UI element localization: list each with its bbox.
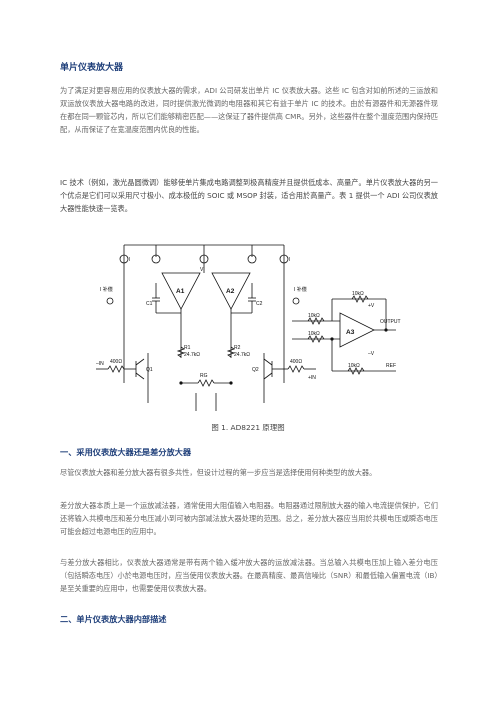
section1-heading: 一、采用仪表放大器还是差分放大器 [60, 447, 192, 457]
figure-caption: 图 1. AD8221 原理图 [211, 423, 285, 432]
page-title: 单片仪表放大器 [60, 63, 124, 73]
label-c2: C2 [256, 301, 263, 307]
section1-paragraph3: 与差分放大器相比，仪表放大器通常是带有两个输入缓冲放大器的运放减法器。当总输入共… [60, 558, 438, 593]
intro-paragraph: 为了满足对更容易应用的仪表放大器的需求，ADI 公司研发出单片 IC 仪表放大器… [60, 86, 438, 134]
label-rg: RG [200, 373, 208, 379]
label-ib-comp-right: I 补偿 [294, 286, 307, 293]
section1-paragraph2: 差分放大器本质上是一个运放减法器，通常使用大阻值输入电阻器。电阻器通过限制放大器… [60, 501, 438, 536]
label-ib-comp-left: I 补偿 [100, 286, 113, 293]
label-in-minus: –IN [96, 361, 104, 367]
label-q2: Q2 [252, 367, 259, 373]
label-400-right: 400Ω [290, 359, 302, 365]
label-q1: Q1 [146, 367, 153, 373]
label-vs-minus: –V [368, 351, 375, 357]
label-10k-a: 10kΩ [308, 313, 320, 319]
section1-paragraph1: 尽管仪表放大器和差分放大器有很多共性，但设计过程的第一步应当是选择使用何种类型的… [60, 468, 377, 477]
label-vs-plus: +V [368, 303, 375, 309]
label-a2: A2 [226, 288, 235, 295]
label-c1: C1 [146, 301, 153, 307]
label-r1-value: 24.7kΩ [184, 352, 200, 358]
label-a1: A1 [176, 288, 185, 295]
section2-heading: 二、单片仪表放大器内部描述 [60, 614, 167, 624]
label-10k-b: 10kΩ [308, 331, 320, 337]
label-10k-c: 10kΩ [348, 363, 360, 369]
ic-tech-paragraph: IC 技术（例如，激光晶圆微调）能够使单片集成电路调整到极高精度并且提供低成本、… [60, 178, 438, 213]
label-a3: A3 [346, 329, 355, 336]
label-400-left: 400Ω [110, 359, 122, 365]
label-in-plus: +IN [308, 375, 316, 381]
label-10k-top: 10kΩ [352, 291, 364, 297]
label-ib-left: I [129, 257, 130, 263]
ad8221-schematic: A1 A2 A3 V C1 C2 I I I 补偿 I 补偿 R1 24.7kΩ… [96, 244, 401, 411]
label-r1: R1 [184, 345, 191, 351]
label-vb: V [200, 267, 204, 273]
label-r2-value: 24.7kΩ [234, 352, 250, 358]
label-ib-right: I [289, 257, 290, 263]
label-r2: R2 [234, 345, 241, 351]
label-ref: REF [386, 363, 396, 369]
label-output: OUTPUT [380, 319, 401, 325]
